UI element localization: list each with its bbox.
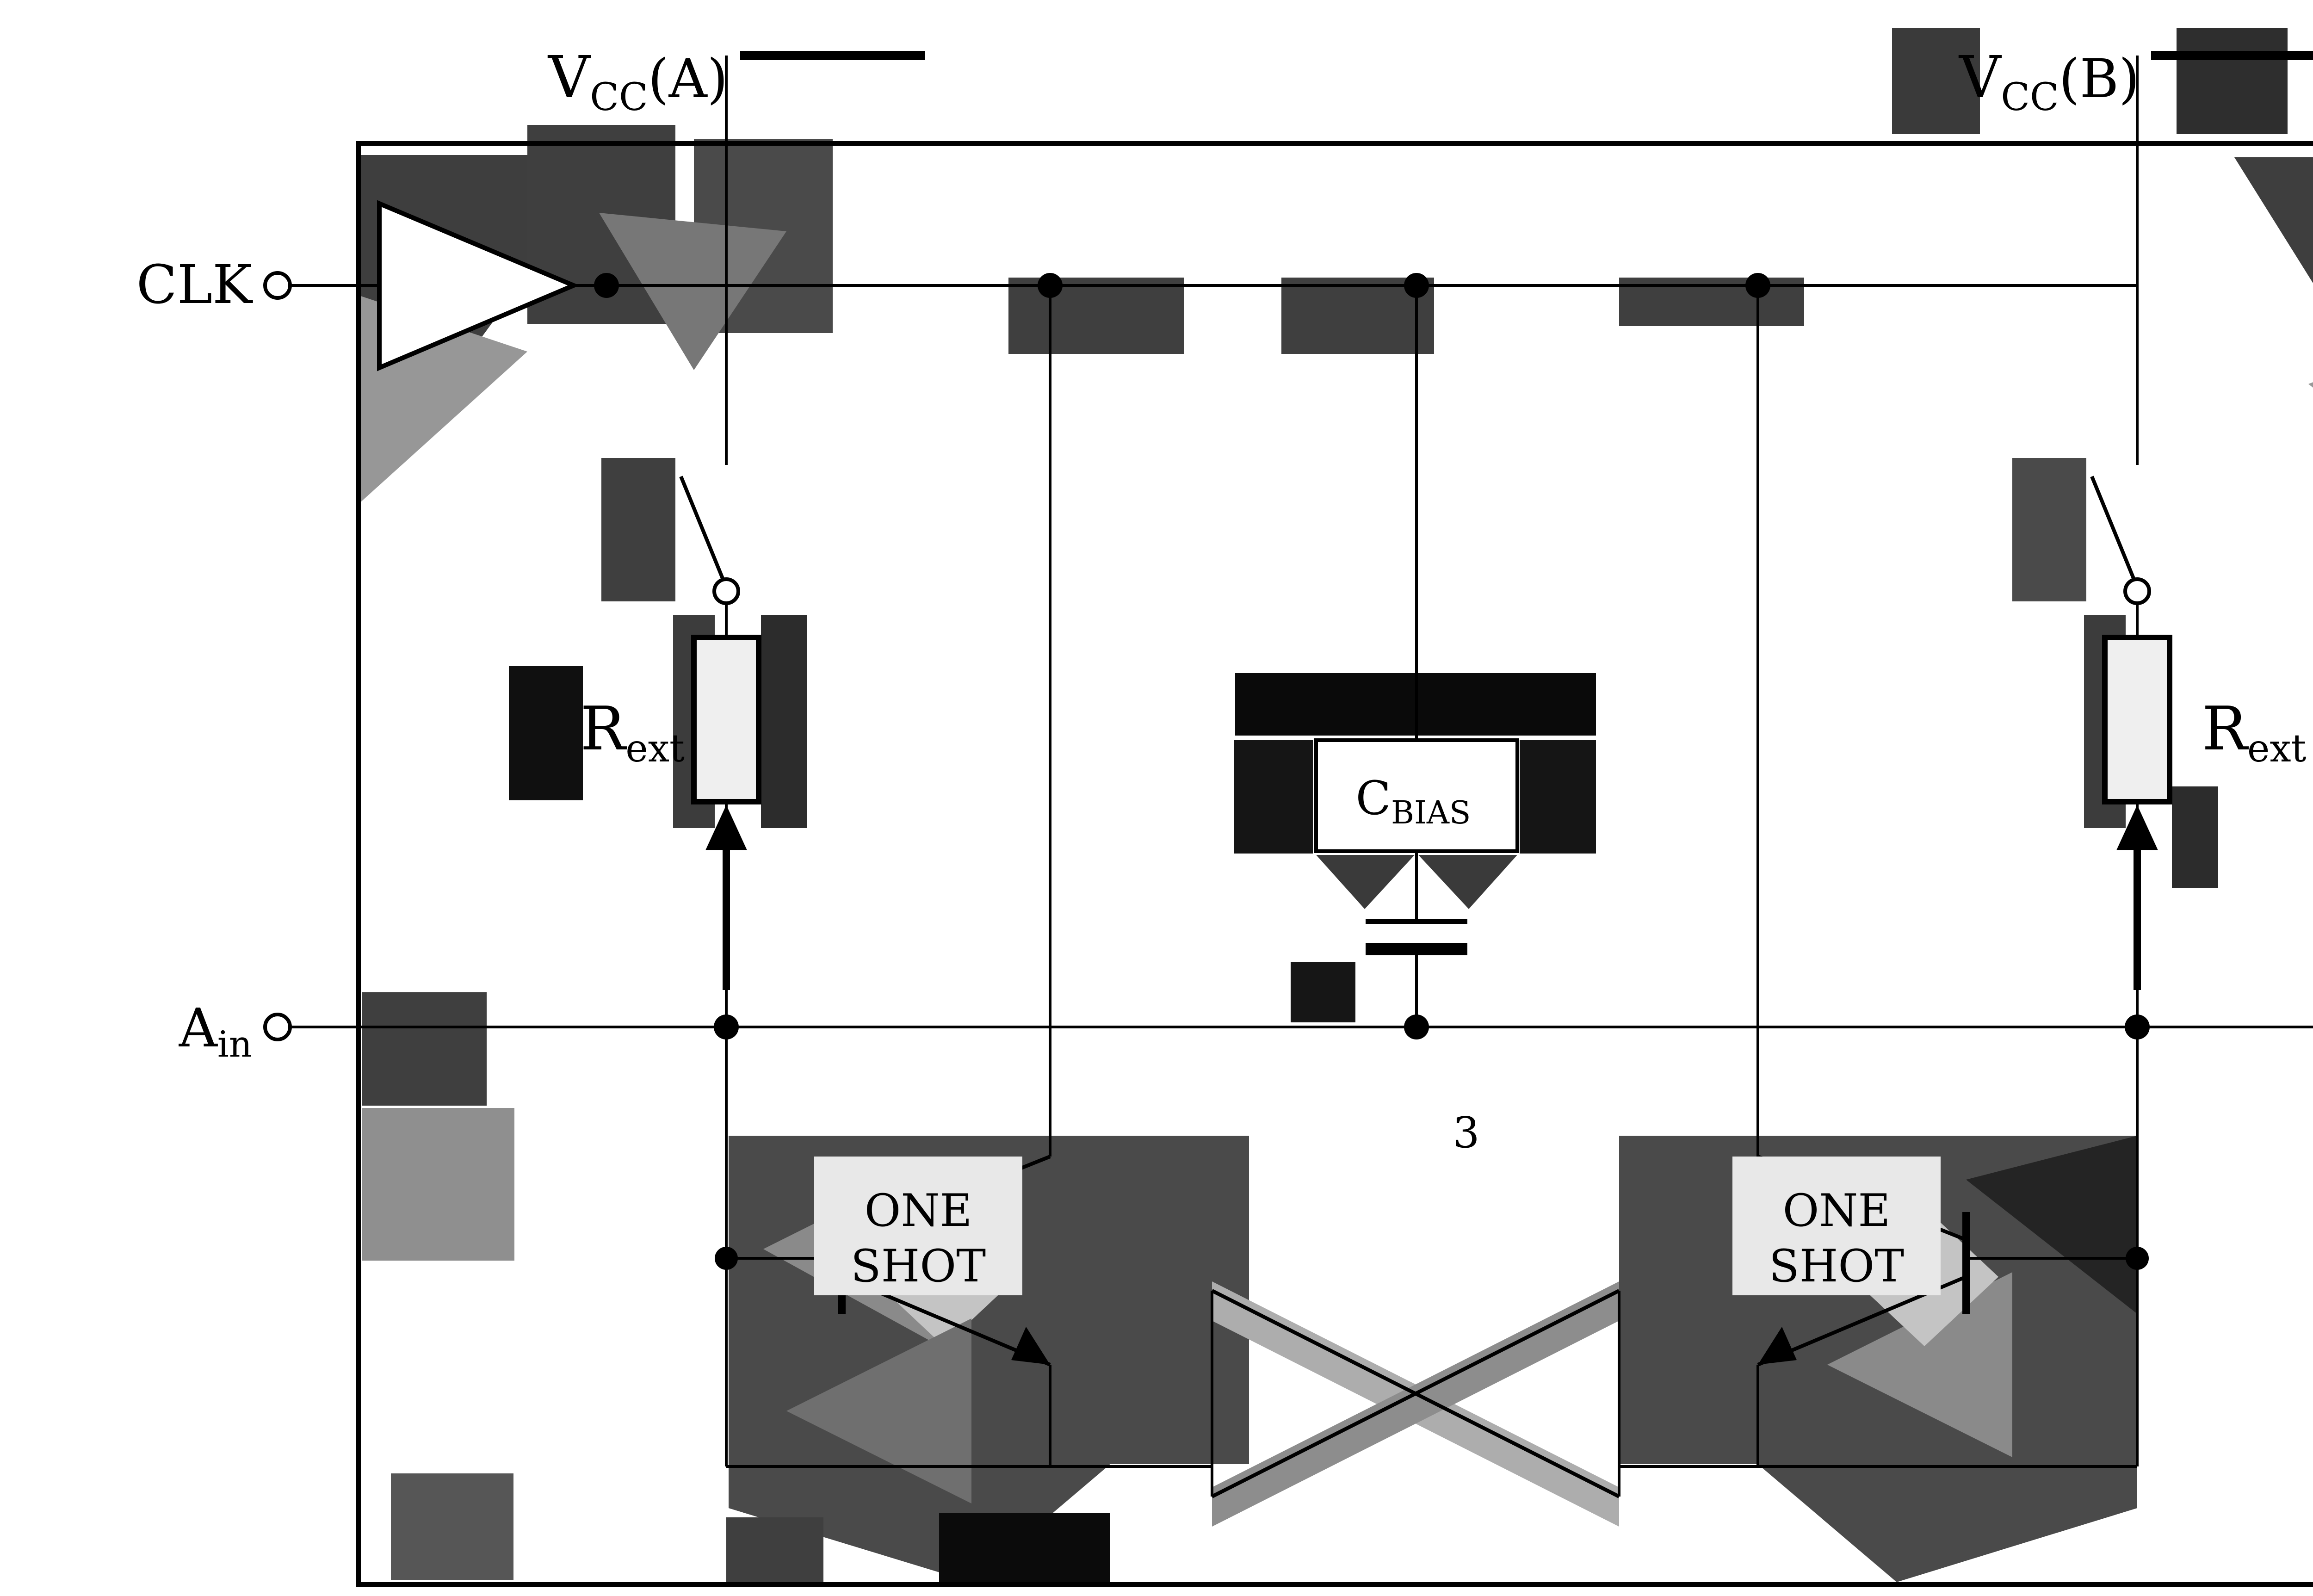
capacitor-symbol xyxy=(1366,919,1467,955)
pin-a-terminal xyxy=(263,1013,292,1041)
one-shot-left-label-bg xyxy=(814,1157,1022,1295)
one-shot-right-label-bg xyxy=(1732,1157,1941,1295)
resistor-right-label: Rext xyxy=(2202,693,2307,771)
left-transistor-emitter-arrow xyxy=(1011,1327,1050,1365)
resistor-left-label: Rext xyxy=(580,693,685,771)
resistor-left-body xyxy=(691,635,761,804)
clk-buffer-symbol xyxy=(377,200,580,371)
resistor-left-current-arrow xyxy=(705,805,747,990)
package-border xyxy=(356,141,2313,1587)
one-shot-left-label-line2: SHOT xyxy=(851,1240,986,1292)
resistor-right-body xyxy=(2102,635,2172,804)
clk-pin-label: CLK xyxy=(136,254,253,316)
cbias-box xyxy=(1314,738,1519,853)
right-transistor-emitter-arrow xyxy=(1758,1327,1797,1365)
one-shot-right-label-line1: ONE xyxy=(1783,1185,1891,1237)
junction-dots xyxy=(594,273,2150,1270)
vcc-b-label: VCC(B) xyxy=(1958,44,2140,119)
node-number-label: 3 xyxy=(1453,1108,1480,1157)
switch-left xyxy=(679,476,740,605)
cbias-label: CBIAS xyxy=(1355,771,1471,831)
resistor-right-current-arrow xyxy=(2116,805,2158,990)
vcc-a-label: VCC(A) xyxy=(547,44,728,119)
switch-right xyxy=(2090,476,2151,605)
clk-terminal xyxy=(263,271,292,300)
pin-a-label: Ain xyxy=(179,997,252,1065)
one-shot-right-label-line2: SHOT xyxy=(1769,1240,1904,1292)
one-shot-left-label-line1: ONE xyxy=(865,1185,972,1237)
